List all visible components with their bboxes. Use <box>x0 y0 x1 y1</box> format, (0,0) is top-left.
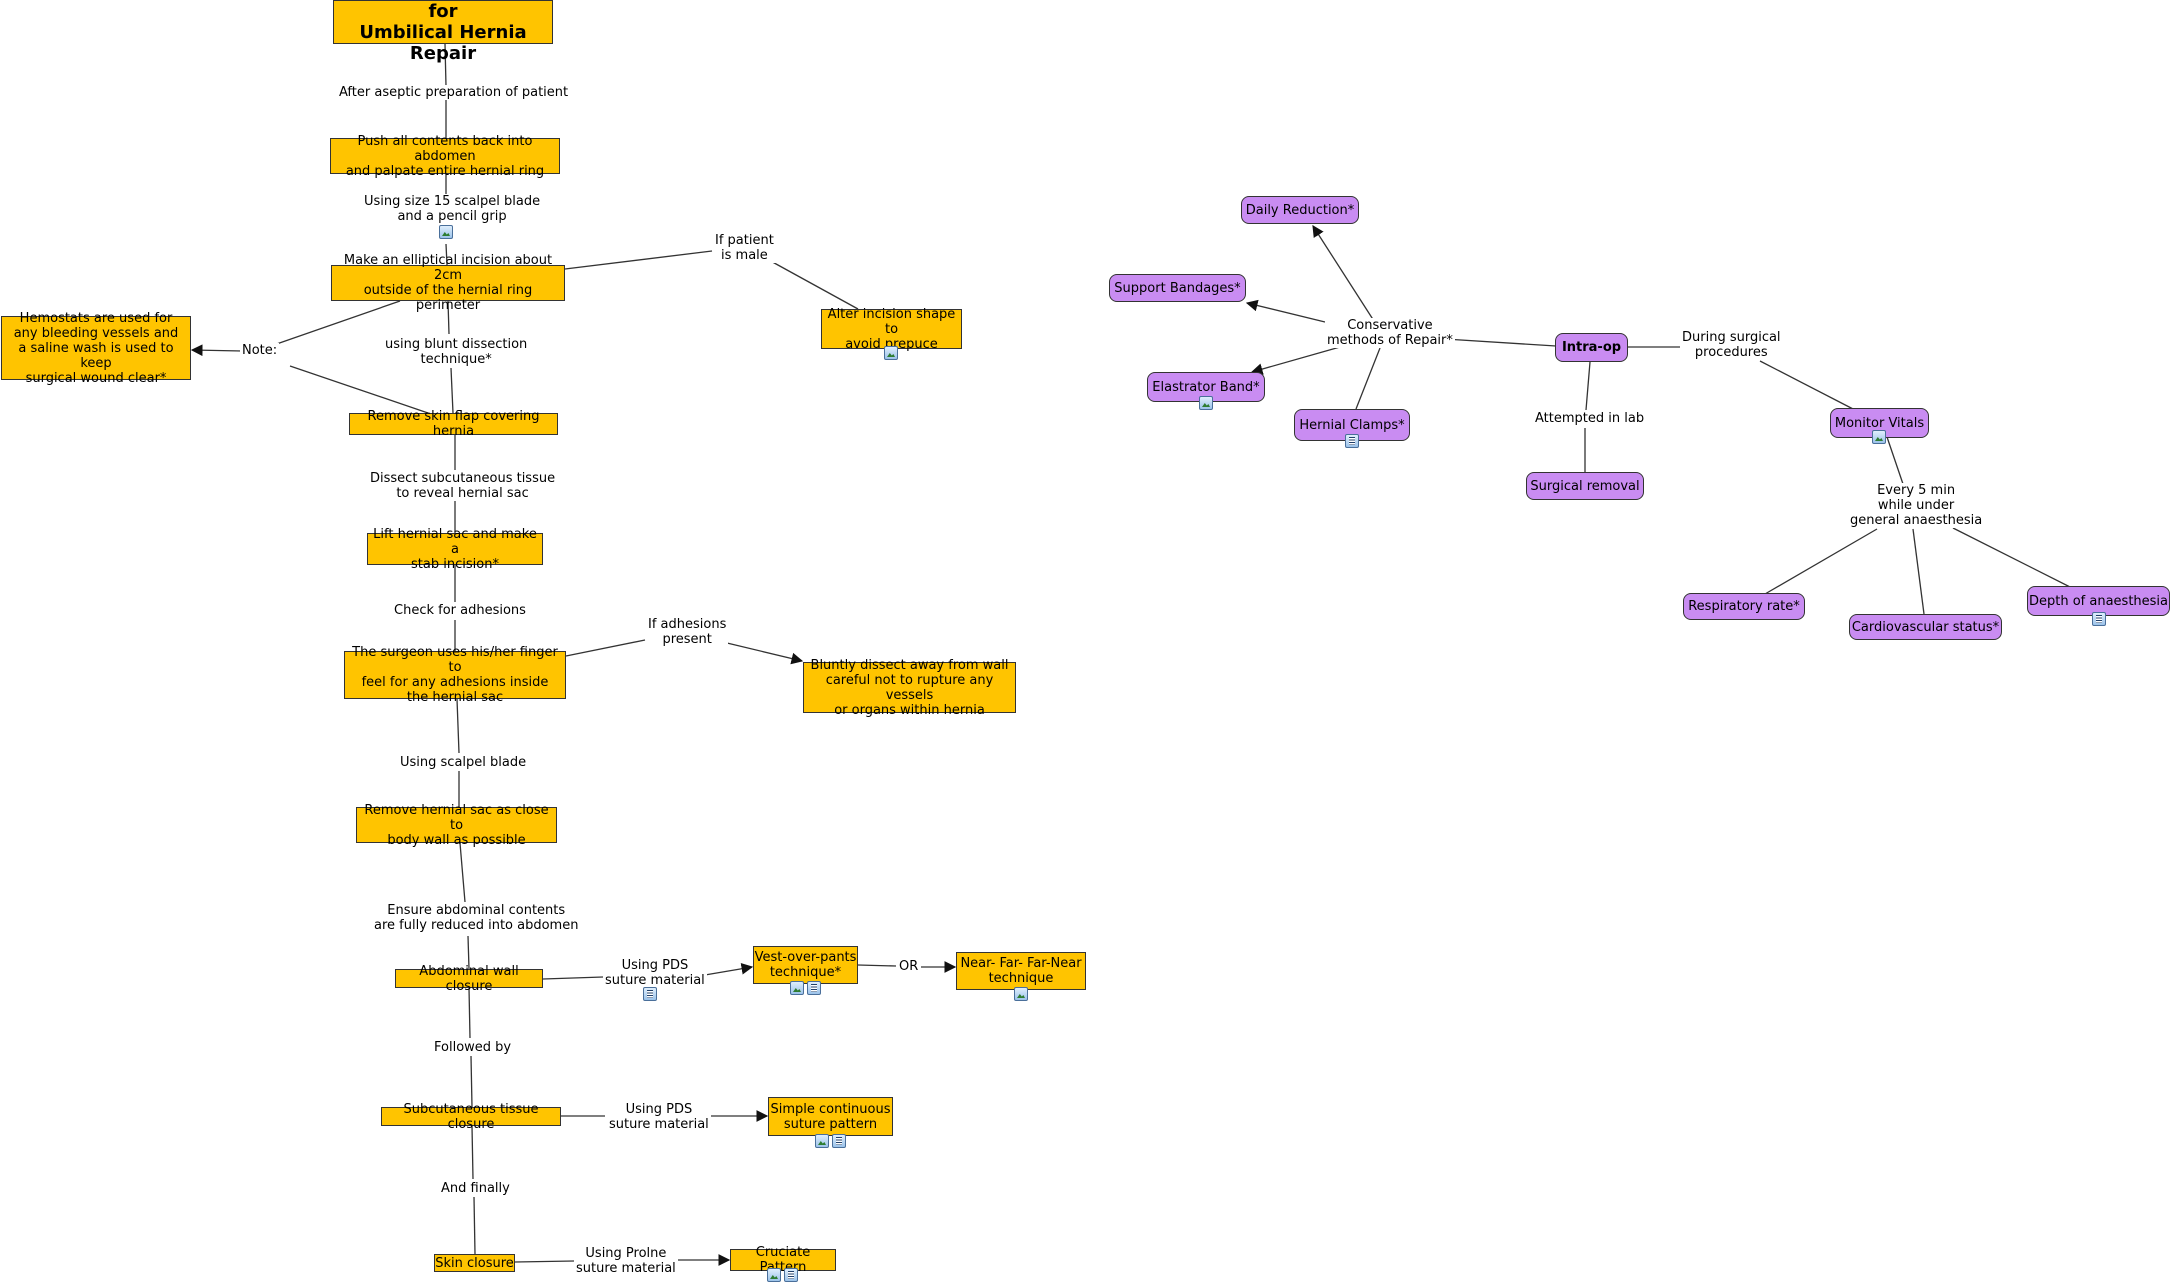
edge-every-depth <box>1952 527 2077 591</box>
link-using-pds-2: Using PDS suture material <box>607 1102 711 1132</box>
document-icon[interactable] <box>807 981 821 995</box>
title-node[interactable]: Surgical Procedure for Umbilical Hernia … <box>333 0 553 64</box>
edge-vest-or <box>857 964 897 967</box>
link-during-surgical: During surgical procedures <box>1680 330 1783 360</box>
edge-conservative-support <box>1245 299 1326 323</box>
edge-during-vitals <box>1759 360 1856 411</box>
edge-subcut-finally <box>471 1125 474 1180</box>
edge-intraop-conservative <box>1444 338 1557 347</box>
edge-conservative-elastrator <box>1250 346 1341 375</box>
edge-ensure-abdominal <box>467 935 470 970</box>
edge-blunt-skinflap <box>450 367 454 414</box>
edge-abdominal-followed <box>468 987 471 1039</box>
edge-male-alter <box>766 258 859 310</box>
edge-ifadh-bluntly <box>726 642 804 665</box>
edge-pds1-vest <box>698 962 754 977</box>
edge-incision-blunt <box>447 300 450 335</box>
image-icon[interactable] <box>1199 396 1213 410</box>
remove-skin-flap-node[interactable]: Remove skin flap covering hernia <box>349 409 558 439</box>
cardiovascular-status-node[interactable]: Cardiovascular status* <box>1849 614 2002 640</box>
edge-surgeon-ifadh <box>565 639 646 657</box>
remove-hernial-sac-node[interactable]: Remove hernial sac as close to body wall… <box>356 803 557 848</box>
edge-scalpel-incision <box>445 243 448 266</box>
support-bandages-node[interactable]: Support Bandages* <box>1109 274 1246 302</box>
alter-incision-node[interactable]: Alter incision shape to avoid prepuce <box>821 307 962 352</box>
edge-followed-subcut <box>470 1055 473 1108</box>
vest-over-pants-node[interactable]: Vest-over-pants technique* <box>753 946 858 984</box>
link-dissect-subcutaneous: Dissect subcutaneous tissue to reveal he… <box>368 471 558 501</box>
near-far-node[interactable]: Near- Far- Far-Near technique <box>956 952 1086 990</box>
edge-every-respiratory <box>1764 528 1878 595</box>
link-scalpel-15: Using size 15 scalpel blade and a pencil… <box>362 194 543 224</box>
edge-abdominal-pds1 <box>542 976 604 980</box>
link-if-adhesions: If adhesions present <box>646 617 729 647</box>
push-contents-node[interactable]: Push all contents back into abdomen and … <box>330 134 560 179</box>
image-icon[interactable] <box>767 1268 781 1282</box>
abdominal-wall-closure-node[interactable]: Abdominal wall closure <box>395 964 543 994</box>
document-icon[interactable] <box>784 1268 798 1282</box>
image-icon[interactable] <box>815 1134 829 1148</box>
surgeon-finger-node[interactable]: The surgeon uses his/her finger to feel … <box>344 645 566 705</box>
cruciate-pattern-node[interactable]: Cruciate Pattern <box>730 1245 836 1275</box>
link-ensure-reduced: Ensure abdominal contents are fully redu… <box>372 903 581 933</box>
link-blunt-dissection: using blunt dissection technique* <box>383 337 530 367</box>
intra-op-node[interactable]: Intra-op <box>1555 333 1628 362</box>
daily-reduction-node[interactable]: Daily Reduction* <box>1241 196 1359 224</box>
edge-conservative-clamps <box>1355 347 1381 410</box>
link-using-pds-1: Using PDS suture material <box>603 958 707 988</box>
edge-remove-ensure <box>459 842 466 903</box>
hemostats-node[interactable]: Hemostats are used for any bleeding vess… <box>1 311 191 386</box>
document-icon[interactable] <box>832 1134 846 1148</box>
link-using-scalpel: Using scalpel blade <box>398 755 529 770</box>
edge-skinflap-note <box>289 365 429 414</box>
simple-continuous-node[interactable]: Simple continuous suture pattern <box>768 1097 893 1136</box>
link-or: OR <box>897 959 921 974</box>
link-note: Note: <box>240 343 280 358</box>
bluntly-dissect-node[interactable]: Bluntly dissect away from wall careful n… <box>803 658 1016 718</box>
link-after-aseptic: After aseptic preparation of patient <box>337 85 571 100</box>
image-icon[interactable] <box>884 346 898 360</box>
link-if-male: If patient is male <box>713 233 776 263</box>
monitor-vitals-node[interactable]: Monitor Vitals <box>1830 408 1929 438</box>
link-followed-by: Followed by <box>432 1040 514 1055</box>
image-icon[interactable] <box>1014 987 1028 1001</box>
edge-vitals-every <box>1886 436 1904 485</box>
surgical-removal-node[interactable]: Surgical removal <box>1526 472 1644 500</box>
elliptical-incision-node[interactable]: Make an elliptical incision about 2cm ou… <box>331 253 565 313</box>
edge-incision-note <box>267 300 401 348</box>
edge-every-cardio <box>1912 528 1925 615</box>
edge-title-aseptic <box>444 43 447 87</box>
link-using-prolne: Using Prolne suture material <box>574 1246 678 1276</box>
edge-finally-skin <box>473 1196 476 1255</box>
subcutaneous-closure-node[interactable]: Subcutaneous tissue closure <box>381 1102 561 1132</box>
link-every-5-min: Every 5 min while under general anaesthe… <box>1848 483 1985 528</box>
edge-conservative-daily <box>1312 225 1375 322</box>
document-icon[interactable] <box>643 987 657 1001</box>
link-and-finally: And finally <box>439 1181 512 1196</box>
image-icon[interactable] <box>1872 430 1886 444</box>
edge-skin-prolne <box>514 1260 575 1263</box>
edge-surgeon-scalpel <box>456 698 460 754</box>
link-conservative: Conservative methods of Repair* <box>1325 318 1455 348</box>
skin-closure-node[interactable]: Skin closure <box>434 1254 515 1272</box>
image-icon[interactable] <box>439 225 453 239</box>
document-icon[interactable] <box>1345 434 1359 448</box>
image-icon[interactable] <box>790 981 804 995</box>
edge-intraop-attempted <box>1585 361 1591 411</box>
link-check-adhesions: Check for adhesions <box>392 603 528 618</box>
lift-hernial-sac-node[interactable]: Lift hernial sac and make a stab incisio… <box>367 527 543 572</box>
edge-incision-male <box>564 250 713 270</box>
edge-note-hemostats <box>190 344 243 357</box>
link-attempted-lab: Attempted in lab <box>1533 411 1647 426</box>
document-icon[interactable] <box>2092 612 2106 626</box>
respiratory-rate-node[interactable]: Respiratory rate* <box>1683 593 1805 620</box>
